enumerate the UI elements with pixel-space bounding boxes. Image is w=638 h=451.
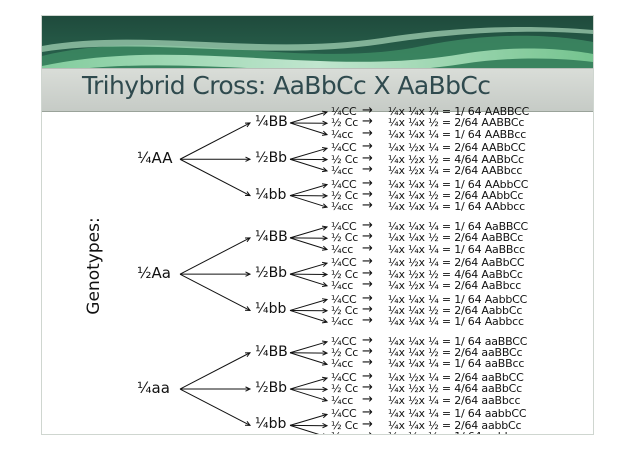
branch-to-c (290, 378, 327, 389)
arrow: → (362, 394, 373, 406)
branch-to-c (290, 238, 327, 250)
probability-calculation: ¼x ¼x ¼ = 1/ 64 AAbbcc (388, 201, 525, 213)
probability-calculation: ¼x ¼x ¼ = 1/ 64 Aabbcc (388, 316, 524, 328)
cc-genotype: ¼cc (331, 431, 353, 435)
branch-to-c (290, 123, 327, 135)
arrow: → (362, 430, 373, 435)
branch-to-b (180, 353, 250, 389)
branch-to-b (180, 274, 250, 310)
branch-to-c (290, 310, 327, 322)
cc-genotype: ¼cc (331, 358, 353, 370)
cc-genotype: ¼cc (331, 280, 353, 292)
branch-to-c (290, 185, 327, 196)
b-genotype: ¼bb (255, 301, 286, 317)
arrow: → (362, 164, 373, 176)
branch-to-c (290, 353, 327, 365)
branch-to-b (180, 159, 250, 195)
b-genotype: ¼bb (255, 187, 286, 203)
probability-calculation: ¼x ¼x ¼ = 1/ 64 aaBBcc (388, 358, 524, 370)
branch-to-c (290, 342, 327, 353)
branch-to-c (290, 227, 327, 238)
branch-to-c (290, 300, 327, 311)
branch-to-b (180, 123, 250, 159)
branch-to-c (290, 274, 327, 286)
arrow: → (362, 200, 373, 212)
branch-to-b (180, 238, 250, 274)
b-genotype: ½Bb (255, 265, 287, 281)
slide: Trihybrid Cross: AaBbCc X AaBbCc Genotyp… (41, 15, 594, 435)
branch-to-c (290, 389, 327, 401)
branch-to-b (180, 389, 250, 425)
cc-genotype: ¼cc (331, 165, 353, 177)
b-genotype: ½Bb (255, 150, 287, 166)
branch-to-c (290, 414, 327, 425)
b-genotype: ½Bb (255, 380, 287, 396)
probability-calculation: ¼x ¼x ¼ = 1/ 64 aabbcc (388, 431, 523, 435)
cc-genotype: ¼cc (331, 316, 353, 328)
arrow: → (362, 357, 373, 369)
probability-calculation: ¼x ½x ¼ = 2/64 aaBbcc (388, 395, 520, 407)
b-genotype: ¼BB (255, 114, 288, 130)
branch-to-c (290, 112, 327, 123)
branch-to-c (290, 425, 327, 434)
a-genotype: ¼AA (137, 149, 172, 167)
arrow: → (362, 128, 373, 140)
a-genotype: ¼aa (137, 379, 170, 397)
branch-to-c (290, 159, 327, 171)
arrow: → (362, 243, 373, 255)
probability-calculation: ¼x ¼x ¼ = 1/ 64 AABBcc (388, 129, 526, 141)
arrow: → (362, 279, 373, 291)
arrow: → (362, 315, 373, 327)
cc-genotype: ¼cc (331, 244, 353, 256)
branch-to-c (290, 196, 327, 208)
b-genotype: ¼bb (255, 416, 286, 432)
probability-calculation: ¼x ½x ¼ = 2/64 AABbcc (388, 165, 522, 177)
a-genotype: ½Aa (137, 264, 171, 282)
b-genotype: ¼BB (255, 229, 288, 245)
branch-to-c (290, 263, 327, 274)
b-genotype: ¼BB (255, 344, 288, 360)
cc-genotype: ¼cc (331, 395, 353, 407)
cc-genotype: ¼cc (331, 129, 353, 141)
cc-genotype: ¼cc (331, 201, 353, 213)
branch-to-c (290, 148, 327, 159)
probability-calculation: ¼x ¼x ¼ = 1/ 64 AaBBcc (388, 244, 525, 256)
probability-calculation: ¼x ½x ¼ = 2/64 AaBbcc (388, 280, 521, 292)
